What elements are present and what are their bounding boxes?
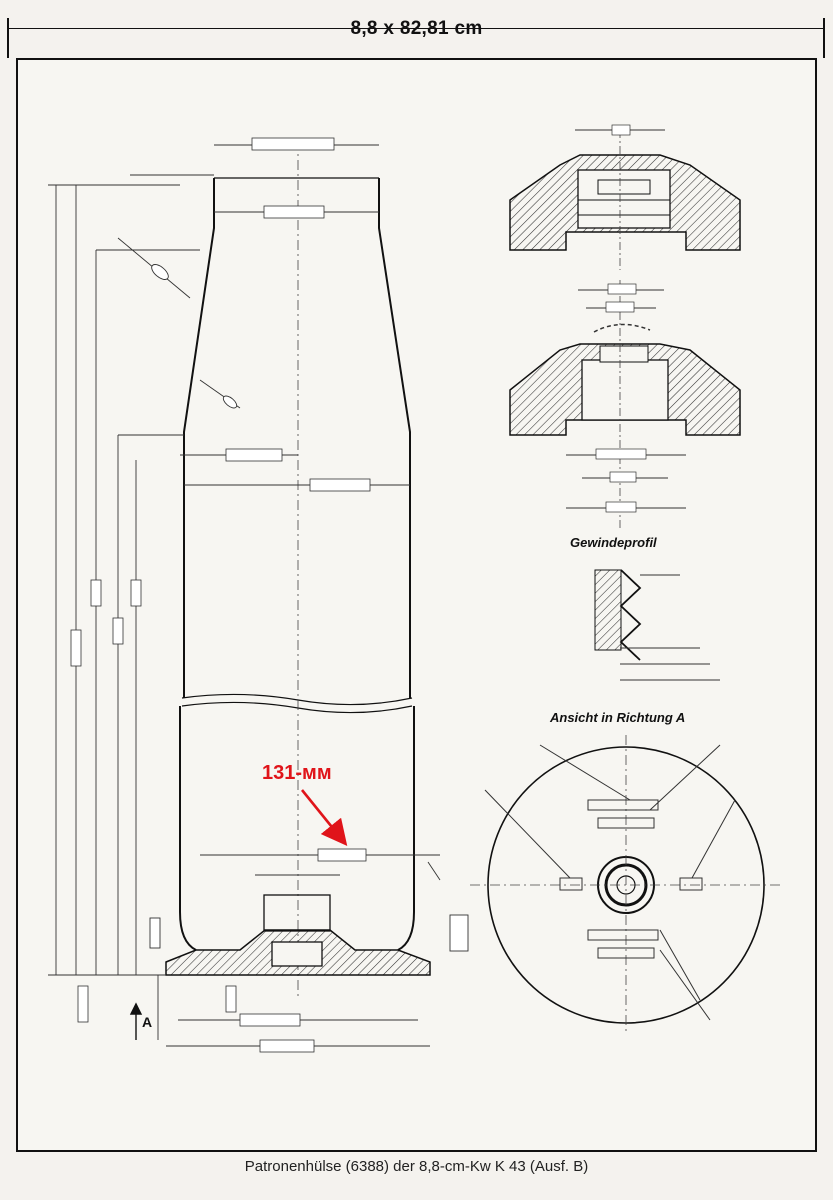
primer-pocket-section-1 — [509, 124, 741, 270]
thread-profile-detail — [594, 569, 720, 681]
casing-base — [165, 894, 431, 976]
top-dimension-tick-left — [7, 18, 9, 58]
casing-profile — [179, 177, 415, 951]
view-a-arrow — [129, 1002, 143, 1040]
annotation-label: 131-мм — [262, 762, 332, 784]
horizontal-dimensions — [130, 144, 440, 1047]
thread-profile-title: Gewindeprofil — [570, 535, 657, 550]
page-title: 8,8 x 82,81 cm — [350, 18, 483, 39]
figure-caption: Patronenhülse (6388) der 8,8-cm-Kw K 43 … — [244, 1158, 589, 1175]
vertical-dimensions — [48, 184, 200, 1040]
arrow-a-label: A — [142, 1014, 153, 1030]
base-view-a — [470, 735, 780, 1035]
primer-pocket-section-2 — [509, 280, 741, 530]
view-a-title: Ansicht in Richtung A — [550, 710, 686, 725]
annotation-arrow — [300, 789, 348, 847]
top-dimension-tick-right — [823, 18, 825, 58]
top-dimension-line — [8, 28, 825, 29]
